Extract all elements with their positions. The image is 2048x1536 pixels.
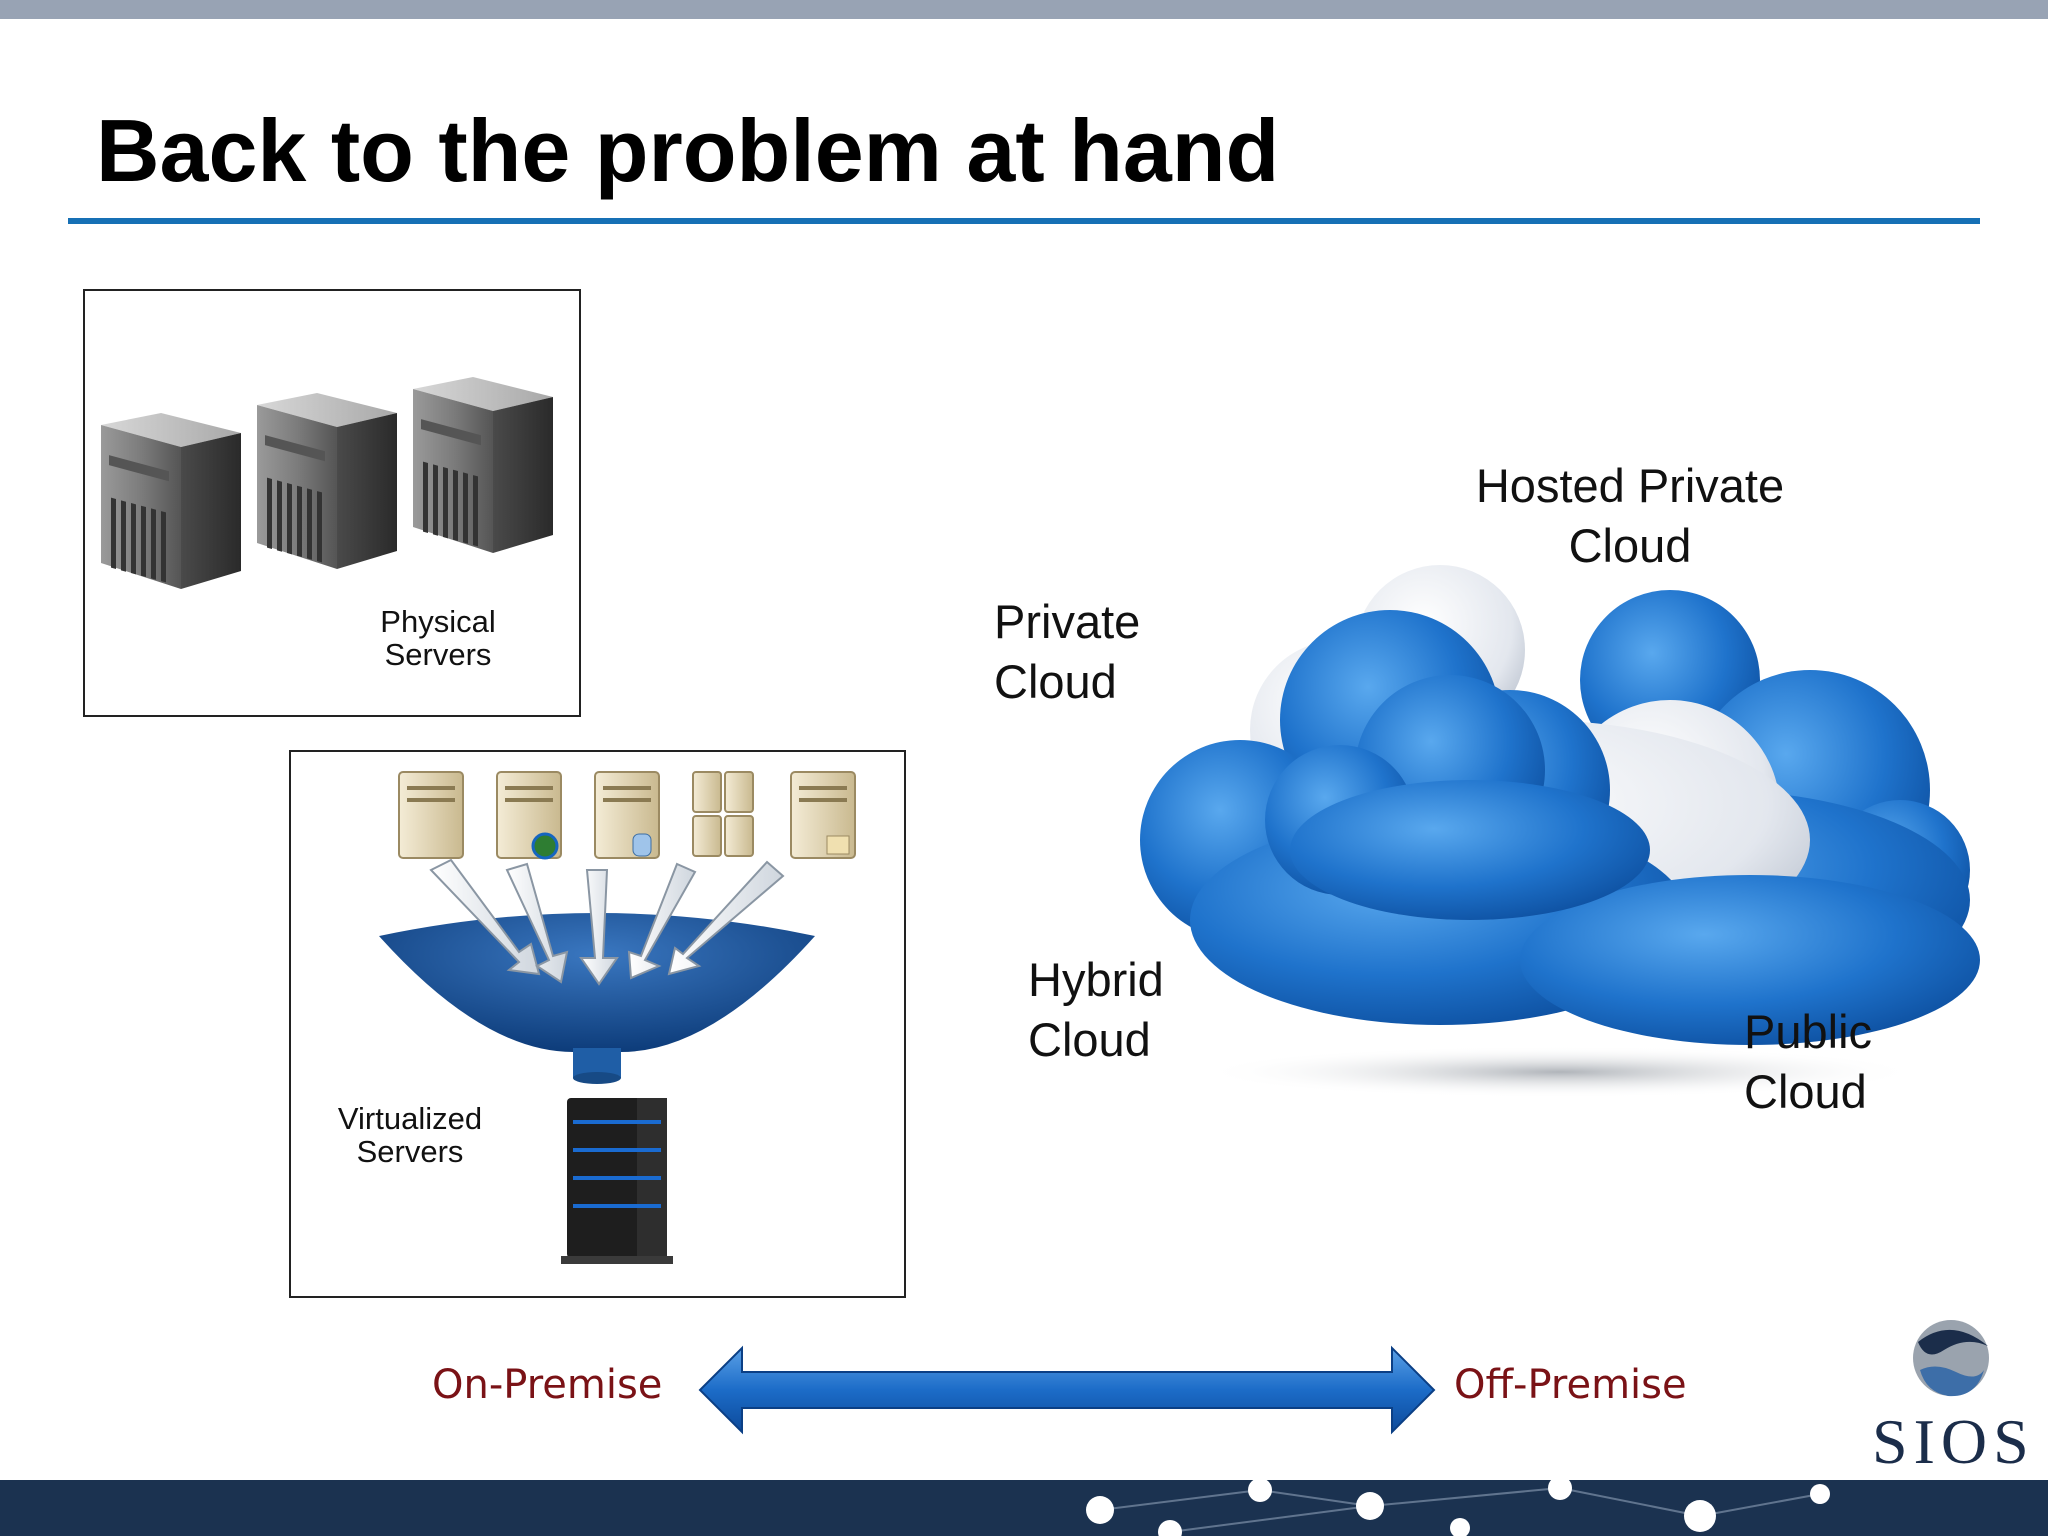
small-server-icon <box>692 771 754 857</box>
hybrid-line2: Cloud <box>1028 1013 1151 1066</box>
footer-network-decoration <box>1086 1480 1830 1536</box>
blue-cloud-center <box>1265 675 1650 920</box>
private-line2: Cloud <box>994 655 1117 708</box>
hybrid-cloud-label: Hybrid Cloud <box>1028 950 1164 1070</box>
physical-label-line1: Physical <box>380 604 496 639</box>
funnel-arrows <box>429 858 785 986</box>
black-server-icon <box>561 1098 673 1264</box>
small-server-icon <box>594 771 660 859</box>
double-arrow-icon <box>698 1345 1436 1435</box>
on-premise-label: On-Premise <box>432 1362 663 1408</box>
hosted-private-line1: Hosted Private <box>1475 459 1785 512</box>
public-line1: Public <box>1744 1005 1873 1058</box>
physical-servers-box: Physical Servers <box>83 289 581 717</box>
physical-servers-label: Physical Servers <box>353 605 523 671</box>
hosted-private-cloud-label: Hosted Private Cloud <box>1440 456 1820 576</box>
hybrid-line1: Hybrid <box>1028 953 1164 1006</box>
server-tower-icon <box>413 377 553 553</box>
virtualized-label-line1: Virtualized <box>337 1101 483 1136</box>
virtualized-servers-label: Virtualized Servers <box>315 1102 505 1168</box>
cloud-shadow <box>1200 1046 1920 1098</box>
hosted-private-line2: Cloud <box>1568 519 1692 572</box>
virtualized-servers-box: Virtualized Servers <box>289 750 906 1298</box>
title-underline <box>68 218 1980 224</box>
private-cloud-label: Private Cloud <box>994 592 1140 712</box>
cloud-illustration <box>1140 565 1980 1098</box>
virtualization-funnel-illustration <box>379 771 856 1264</box>
virtualized-label-line2: Servers <box>356 1134 464 1169</box>
physical-label-line2: Servers <box>384 637 492 672</box>
small-server-icon <box>496 771 562 860</box>
public-line2: Cloud <box>1744 1065 1867 1118</box>
server-tower-icon <box>101 413 241 589</box>
off-premise-label: Off-Premise <box>1454 1362 1687 1408</box>
small-server-icon <box>790 771 856 859</box>
slide-title: Back to the problem at hand <box>96 101 1280 200</box>
footer-band <box>0 1480 2048 1536</box>
physical-servers-illustration <box>101 377 553 589</box>
sios-logo-icon <box>1913 1320 1989 1397</box>
sios-logo-text: SIOS <box>1872 1406 2035 1477</box>
private-line1: Private <box>994 595 1141 648</box>
public-cloud-label: Public Cloud <box>1744 1002 1872 1122</box>
small-server-icon <box>398 771 464 859</box>
top-bar <box>0 0 2048 19</box>
server-tower-icon <box>257 393 397 569</box>
